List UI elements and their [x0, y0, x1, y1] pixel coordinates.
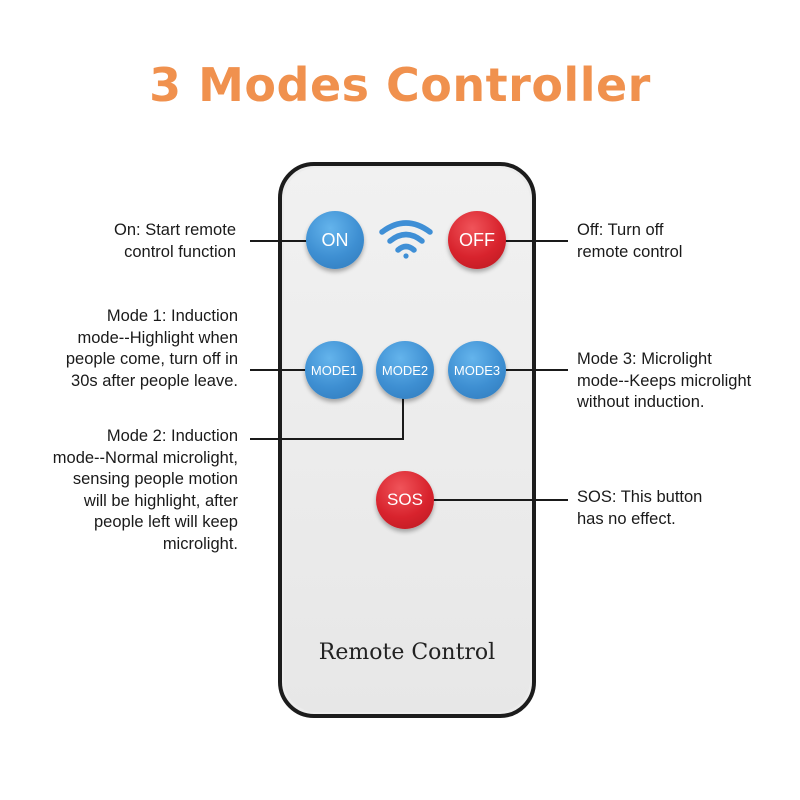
- mode2-button-label: MODE2: [381, 362, 429, 378]
- annotation-line: microlight.: [162, 534, 238, 553]
- annotation-line: without induction.: [577, 393, 705, 411]
- annotation-line: mode--Keeps microlight: [577, 371, 752, 390]
- off-connector-line: [500, 240, 568, 242]
- annotation-line: has no effect.: [577, 509, 676, 528]
- on-button-label: ON: [321, 229, 349, 250]
- page-title: 3 Modes Controller: [149, 58, 651, 112]
- annotation-line: Off: Turn off: [577, 221, 664, 239]
- annotation-line: control function: [124, 242, 236, 261]
- annotation-line: On: Start remote: [114, 221, 236, 239]
- annotation-line: SOS: This button: [577, 488, 703, 506]
- on-annotation: On: Start remote control function: [114, 220, 236, 263]
- wifi-signal-icon: [379, 220, 433, 259]
- mode1-connector-line: [250, 369, 306, 371]
- mode2-connector-vertical: [402, 398, 404, 440]
- mode3-annotation: Mode 3: Microlight mode--Keeps microligh…: [577, 349, 751, 414]
- mode2-annotation: Mode 2: Induction mode--Normal microligh…: [53, 426, 238, 555]
- annotation-line: Mode 2: Induction: [106, 427, 238, 445]
- annotation-line: mode--Highlight when: [77, 328, 239, 347]
- sos-connector-line: [432, 499, 568, 501]
- mode1-annotation: Mode 1: Induction mode--Highlight when p…: [66, 306, 238, 392]
- annotation-line: remote control: [577, 242, 683, 261]
- off-button[interactable]: OFF: [448, 211, 506, 269]
- annotation-line: Mode 3: Microlight: [577, 350, 712, 368]
- mode2-button[interactable]: MODE2: [376, 341, 434, 399]
- off-button-label: OFF: [459, 229, 495, 250]
- remote-brand-label: Remote Control: [318, 640, 496, 665]
- mode3-connector-line: [506, 369, 568, 371]
- sos-button[interactable]: SOS: [376, 471, 434, 529]
- annotation-line: Mode 1: Induction: [106, 307, 238, 325]
- on-connector-line: [250, 240, 310, 242]
- mode1-button-label: MODE1: [310, 362, 358, 378]
- annotation-line: 30s after people leave.: [71, 371, 238, 390]
- mode3-button-label: MODE3: [453, 362, 501, 378]
- sos-annotation: SOS: This button has no effect.: [577, 487, 702, 530]
- annotation-line: will be highlight, after: [83, 491, 238, 510]
- on-button[interactable]: ON: [306, 211, 364, 269]
- annotation-line: sensing people motion: [72, 470, 238, 488]
- mode1-button[interactable]: MODE1: [305, 341, 363, 399]
- annotation-line: people left will keep: [93, 513, 238, 531]
- off-annotation: Off: Turn off remote control: [577, 220, 682, 263]
- annotation-line: mode--Normal microlight,: [52, 448, 238, 467]
- mode2-connector-horizontal: [250, 438, 404, 440]
- sos-button-label: SOS: [387, 490, 423, 509]
- mode3-button[interactable]: MODE3: [448, 341, 506, 399]
- annotation-line: people come, turn off in: [65, 350, 238, 368]
